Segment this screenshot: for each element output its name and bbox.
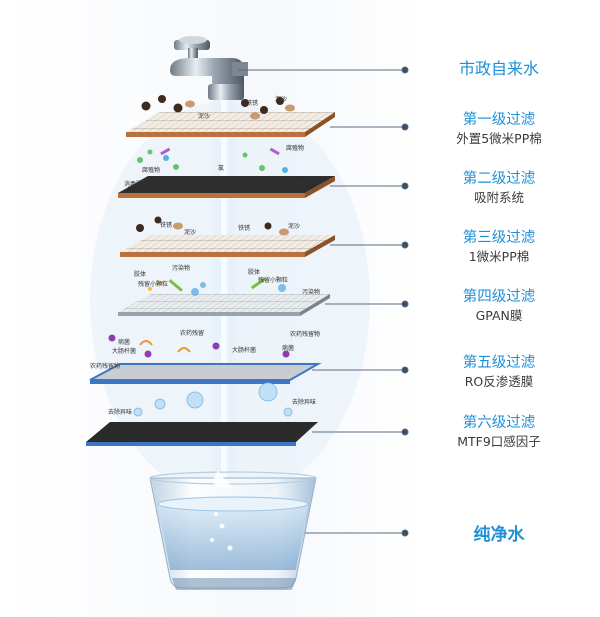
note-byproduct-2: 消毒副产品 — [290, 178, 320, 186]
layer-2-adsorption — [118, 147, 335, 198]
note-pollutant-2: 污染物 — [302, 288, 320, 296]
note-chlorine: 氯 — [218, 164, 224, 172]
stage-3-title: 第三级过滤 — [462, 230, 536, 246]
note-odor-2: 去除异味 — [292, 398, 316, 406]
note-particles-2: 残留小颗粒 — [258, 276, 288, 284]
stage-1-subtitle: 外置5微米PP棉 — [456, 131, 542, 146]
note-particles: 残留小颗粒 — [138, 280, 168, 288]
note-odor: 去除异味 — [108, 408, 132, 416]
note-pesticide-obj-2: 农药残留物 — [290, 330, 320, 338]
layer-4-gpan-membrane — [118, 277, 330, 316]
stage-5-subtitle: RO反渗透膜 — [464, 374, 534, 389]
note-colloid: 胶体 — [134, 270, 146, 278]
source-label: 市政自来水 — [414, 60, 584, 78]
note-pollutant: 污染物 — [172, 264, 190, 272]
layer-3-pp-cotton — [120, 216, 335, 257]
water-glass-icon — [149, 470, 317, 590]
stage-4: 第四级过滤 GPAN膜 — [414, 288, 584, 324]
stage-1-title: 第一级过滤 — [462, 112, 536, 128]
stage-3-subtitle: 1微米PP棉 — [468, 249, 530, 264]
note-humus-2: 腐殖物 — [142, 166, 160, 174]
stage-3: 第三级过滤 1微米PP棉 — [414, 229, 584, 265]
note-rust-2: 铁锈 — [160, 221, 172, 229]
note-rust-3: 铁锈 — [238, 224, 250, 232]
result-label: 纯净水 — [414, 520, 584, 545]
result-title: 纯净水 — [473, 525, 525, 545]
note-ecoli-2: 大肠杆菌 — [232, 346, 256, 354]
stage-6: 第六级过滤 MTF9口感因子 — [414, 414, 584, 450]
note-virus: 病菌 — [118, 338, 130, 346]
note-sand: 泥沙 — [275, 95, 287, 103]
stage-2-subtitle: 吸附系统 — [473, 190, 524, 205]
stage-6-title: 第六级过滤 — [462, 415, 536, 431]
layer-6-taste-factor — [86, 382, 318, 446]
faucet-icon — [170, 36, 248, 100]
note-sand-3: 泥沙 — [184, 228, 196, 236]
note-byproduct: 消毒副产品 — [124, 180, 154, 188]
stage-1: 第一级过滤 外置5微米PP棉 — [414, 111, 584, 147]
stage-2-title: 第二级过滤 — [462, 171, 536, 187]
source-title: 市政自来水 — [458, 59, 539, 78]
stage-5-title: 第五级过滤 — [462, 355, 536, 371]
stage-6-subtitle: MTF9口感因子 — [457, 434, 541, 449]
note-rust: 铁锈 — [246, 99, 258, 107]
stage-5: 第五级过滤 RO反渗透膜 — [414, 354, 584, 390]
note-pesticide-obj: 农药残留物 — [90, 362, 120, 370]
note-pesticide: 农药残留 — [180, 329, 204, 337]
stage-4-title: 第四级过滤 — [462, 289, 536, 305]
note-virus-2: 病菌 — [282, 344, 294, 352]
stage-2: 第二级过滤 吸附系统 — [414, 170, 584, 206]
note-sand-4: 泥沙 — [288, 222, 300, 230]
stage-4-subtitle: GPAN膜 — [475, 308, 523, 323]
note-sand-2: 泥沙 — [198, 112, 210, 120]
layer-5-ro-membrane — [89, 334, 322, 384]
note-colloid-2: 胶体 — [248, 268, 260, 276]
layer-1-pp-cotton — [126, 95, 335, 137]
note-humus: 腐殖物 — [286, 144, 304, 152]
note-ecoli: 大肠杆菌 — [112, 347, 136, 355]
